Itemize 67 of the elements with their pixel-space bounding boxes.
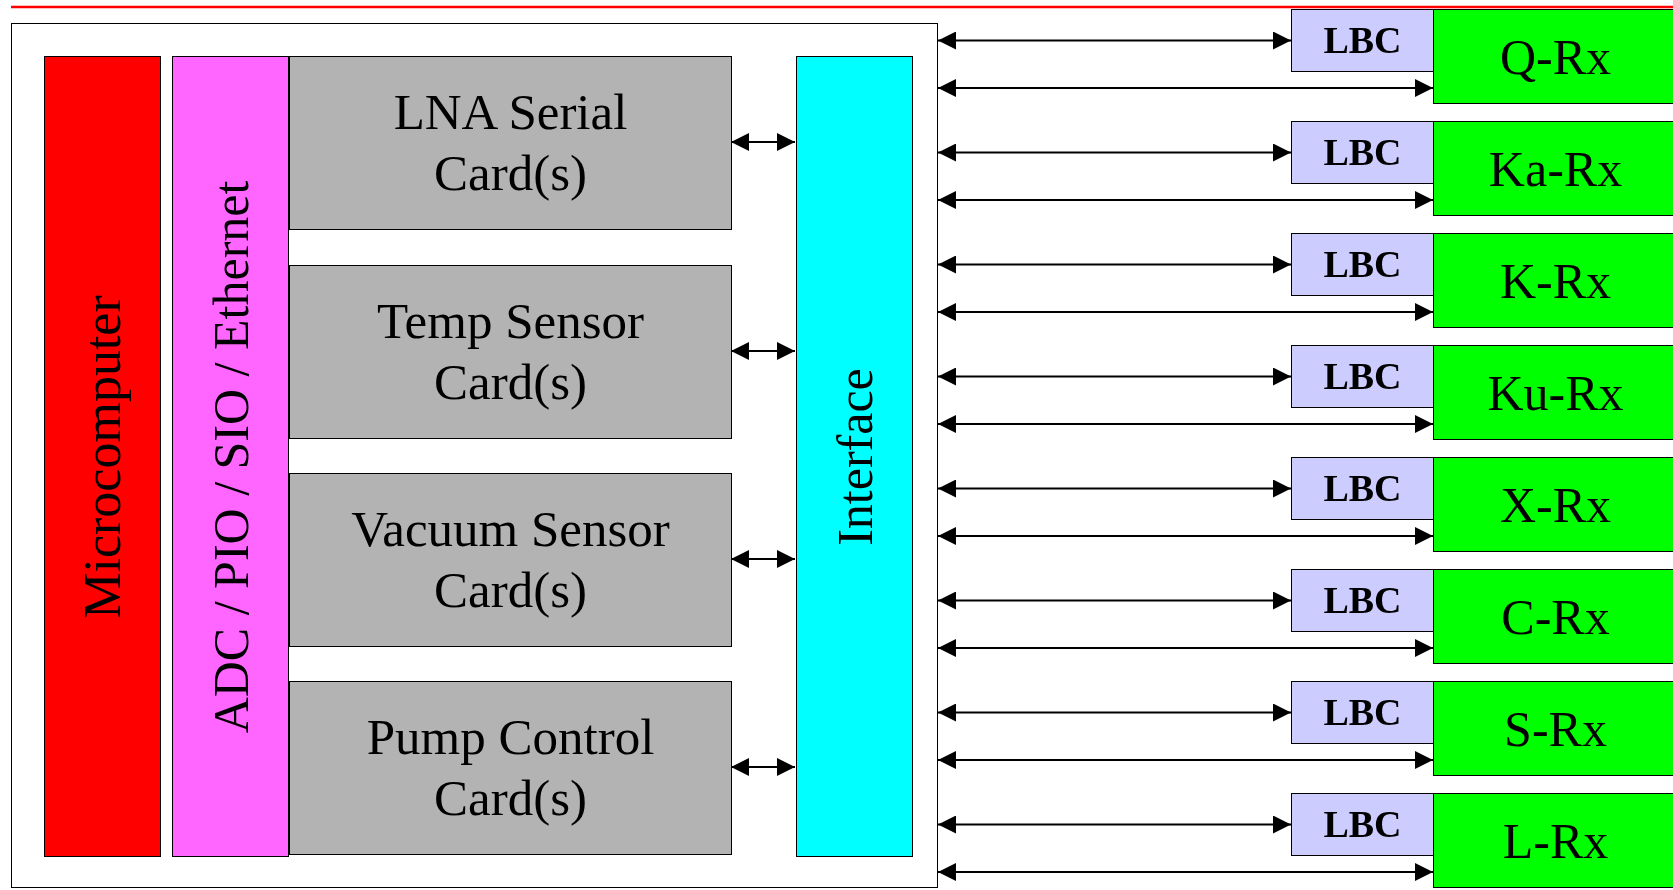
receiver-box: [1433, 9, 1673, 104]
double-arrow: [937, 527, 1434, 545]
node-label: Temp Sensor Card(s): [376, 291, 645, 412]
lbc-box: [1291, 233, 1434, 296]
double-arrow: [937, 31, 1292, 50]
double-arrow: [730, 133, 796, 151]
lbc-box: [1291, 457, 1434, 520]
node-label: Vacuum Sensor Card(s): [350, 499, 671, 620]
double-arrow: [937, 303, 1434, 321]
vertical-label: Microcomputer: [76, 294, 129, 619]
lbc-label: LBC: [1323, 801, 1402, 847]
card-box: [289, 681, 732, 855]
node-label: X-Rx: [1499, 475, 1612, 535]
lbc-box: [1291, 121, 1434, 184]
card-box: [289, 56, 732, 230]
node-label: K-Rx: [1499, 251, 1612, 311]
lbc-label: LBC: [1323, 689, 1402, 735]
receiver-box: [1433, 121, 1673, 216]
double-arrow: [937, 751, 1434, 769]
node-label: Pump Control Card(s): [365, 707, 656, 828]
double-arrow: [937, 79, 1434, 97]
receiver-box: [1433, 681, 1673, 776]
double-arrow: [937, 815, 1292, 834]
lbc-label: LBC: [1323, 17, 1402, 63]
receiver-box: [1433, 457, 1673, 552]
double-arrow: [937, 639, 1434, 657]
double-arrow: [730, 550, 796, 568]
receiver-box: [1433, 233, 1673, 328]
lbc-box: [1291, 681, 1434, 744]
lbc-label: LBC: [1323, 353, 1402, 399]
vertical-label: Interface: [829, 367, 880, 546]
enclosure-box: [11, 23, 938, 888]
lbc-label: LBC: [1323, 129, 1402, 175]
lbc-label: LBC: [1323, 241, 1402, 287]
microcomputer-bar: [44, 56, 161, 857]
double-arrow: [937, 191, 1434, 209]
double-arrow: [937, 479, 1292, 498]
double-arrow: [937, 863, 1434, 881]
card-box: [289, 473, 732, 647]
lbc-label: LBC: [1323, 465, 1402, 511]
double-arrow: [937, 591, 1292, 610]
double-arrow: [937, 143, 1292, 162]
receiver-box: [1433, 569, 1673, 664]
double-arrow: [730, 758, 796, 776]
receiver-box: [1433, 345, 1673, 440]
double-arrow: [730, 342, 796, 360]
node-label: Ka-Rx: [1488, 139, 1623, 199]
node-label: L-Rx: [1502, 811, 1609, 871]
bus-bar: [172, 56, 289, 857]
lbc-label: LBC: [1323, 577, 1402, 623]
node-label: LNA Serial Card(s): [392, 82, 629, 203]
double-arrow: [937, 367, 1292, 386]
node-label: Q-Rx: [1499, 27, 1612, 87]
node-label: Ku-Rx: [1487, 363, 1624, 423]
node-label: S-Rx: [1504, 699, 1607, 759]
double-arrow: [937, 255, 1292, 274]
lbc-box: [1291, 9, 1434, 72]
vertical-label: ADC / PIO / SIO / Ethernet: [205, 180, 256, 733]
node-label: C-Rx: [1501, 587, 1610, 647]
double-arrow: [937, 415, 1434, 433]
receiver-box: [1433, 793, 1673, 888]
lbc-box: [1291, 793, 1434, 856]
lbc-box: [1291, 569, 1434, 632]
card-box: [289, 265, 732, 439]
double-arrow: [937, 703, 1292, 722]
lbc-box: [1291, 345, 1434, 408]
interface-bar: [796, 56, 913, 857]
